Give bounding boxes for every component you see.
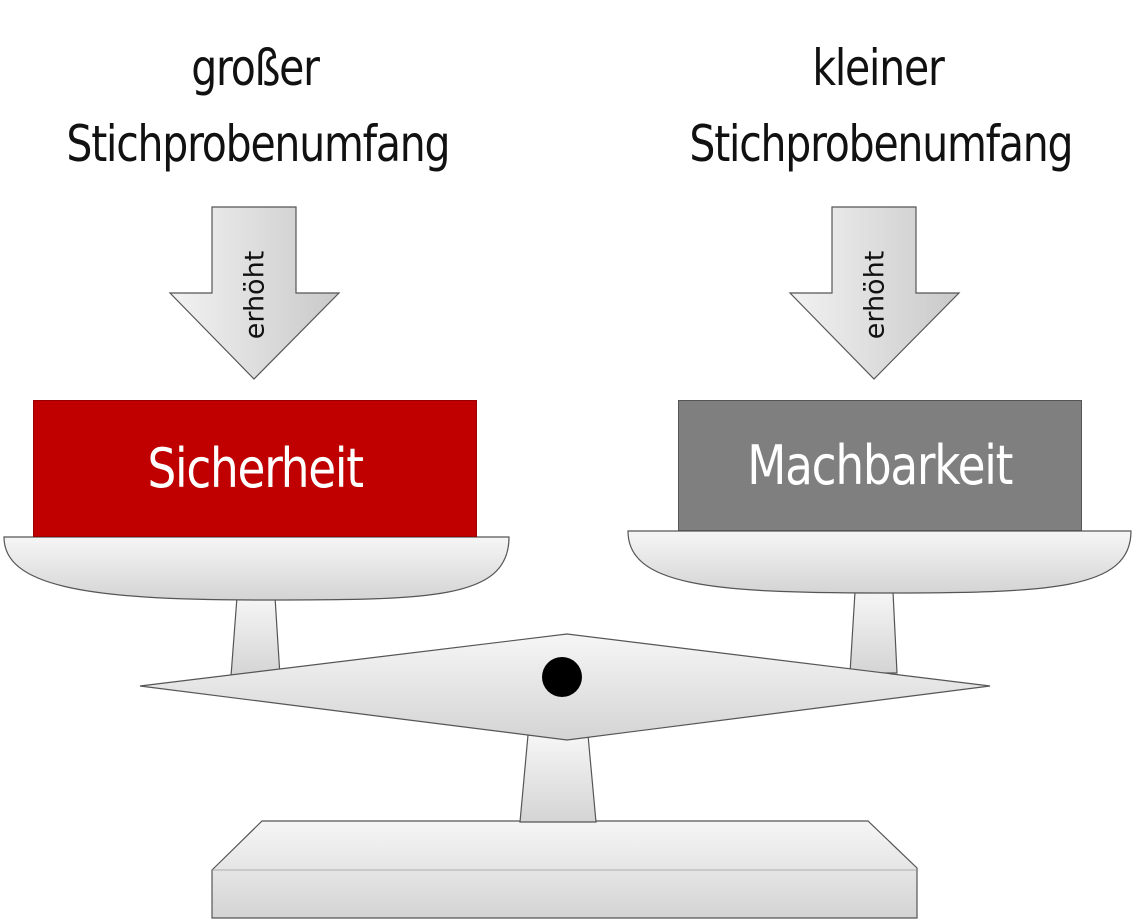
pivot-dot	[542, 657, 582, 697]
right-down-arrow: erhöht	[787, 205, 963, 383]
right-weight-label: Machbarkeit	[747, 434, 1014, 497]
down-arrow-icon	[168, 206, 341, 380]
right-weight-block: Machbarkeit	[678, 400, 1082, 531]
left-arrow-label: erhöht	[239, 250, 271, 340]
left-weight-label: Sicherheit	[147, 437, 364, 500]
right-heading-line1: kleiner	[812, 39, 944, 97]
left-heading-line2: Stichprobenumfang	[66, 115, 450, 173]
down-arrow-icon	[788, 206, 961, 380]
right-heading: kleiner Stichprobenumfang	[689, 30, 1073, 182]
right-pan-stem	[849, 591, 898, 674]
right-arrow-label: erhöht	[859, 250, 891, 340]
left-heading: großer Stichprobenumfang	[66, 30, 450, 182]
scale-center-post	[519, 734, 597, 823]
left-pan-stem	[230, 596, 281, 677]
right-pan	[627, 530, 1132, 594]
left-pan	[3, 536, 510, 601]
right-heading-line2: Stichprobenumfang	[689, 115, 1073, 173]
left-heading-line1: großer	[191, 39, 320, 97]
scale-base	[211, 820, 918, 919]
left-weight-block: Sicherheit	[33, 400, 477, 537]
left-down-arrow: erhöht	[167, 205, 343, 383]
